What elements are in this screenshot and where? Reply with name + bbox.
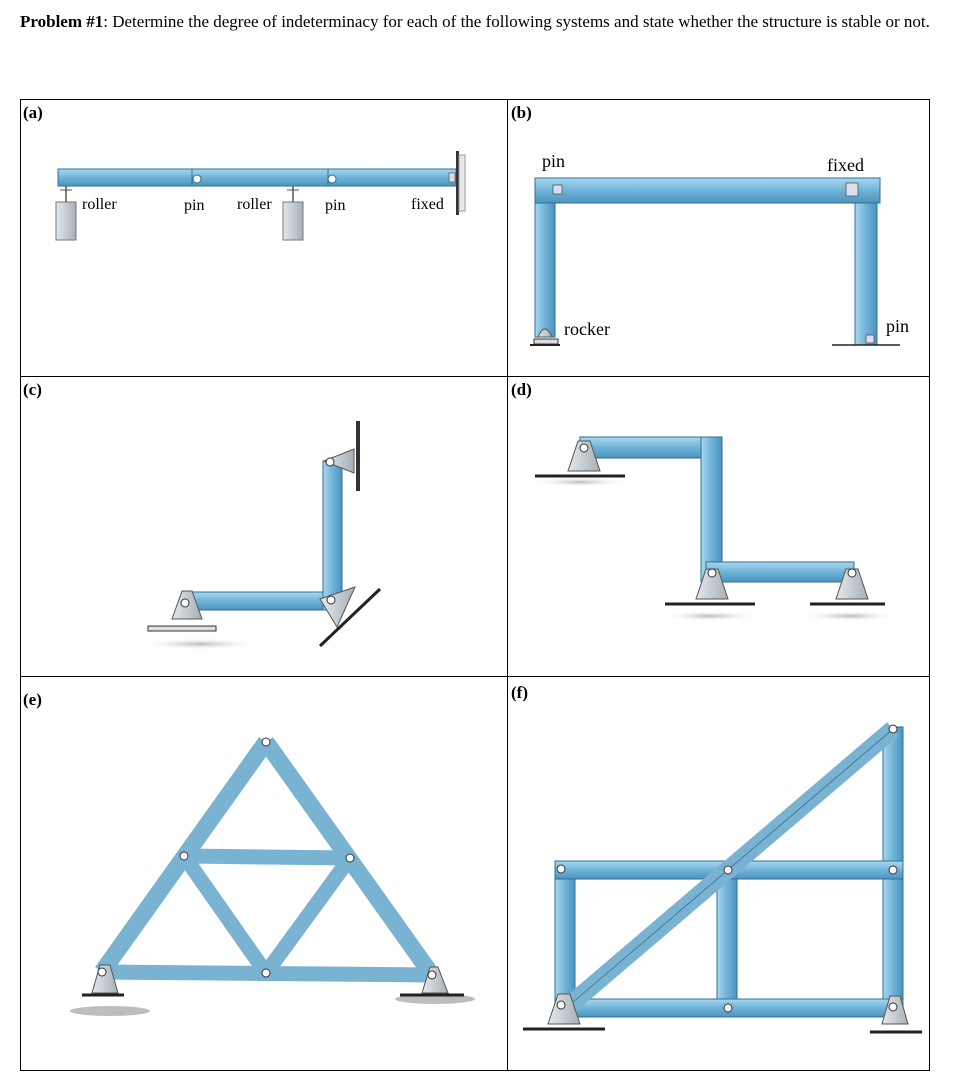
problem-text: : Determine the degree of indeterminacy … bbox=[103, 12, 930, 31]
structure-b bbox=[530, 177, 900, 346]
panel-label-f: (f) bbox=[511, 683, 528, 702]
rocker-support-b bbox=[537, 328, 553, 338]
label-a-roller2: roller bbox=[237, 196, 272, 213]
structure-d bbox=[530, 436, 900, 621]
column-f-left bbox=[554, 860, 576, 1010]
grid-frame bbox=[20, 99, 930, 1071]
panel-label-b: (b) bbox=[511, 103, 532, 122]
fixed-wall-a bbox=[456, 151, 459, 215]
figure-grid: (a) (b) (c) (d) (e) (f) bbox=[20, 99, 930, 1071]
structure-a bbox=[55, 151, 466, 241]
column-d bbox=[700, 436, 723, 583]
wall-pin-support-c bbox=[322, 448, 355, 474]
label-a-fixed: fixed bbox=[411, 196, 444, 213]
roller-support-a2 bbox=[282, 201, 304, 241]
column-b-right bbox=[854, 202, 878, 346]
panel-label-a: (a) bbox=[23, 103, 43, 122]
label-a-pin2: pin bbox=[325, 197, 345, 214]
pin-support-b bbox=[865, 334, 875, 344]
beam-b-top bbox=[534, 177, 881, 204]
beam-a3 bbox=[327, 168, 457, 187]
grid-divider-row1 bbox=[20, 376, 930, 377]
hinge-a2 bbox=[327, 174, 337, 184]
label-a-pin1: pin bbox=[184, 197, 204, 214]
label-b-pin-bottom: pin bbox=[886, 316, 909, 336]
column-c bbox=[322, 460, 343, 611]
panel-label-d: (d) bbox=[511, 380, 532, 399]
beam-d-bottom bbox=[705, 561, 855, 583]
problem-title: Problem #1 bbox=[20, 12, 104, 31]
label-b-rocker: rocker bbox=[564, 319, 610, 339]
problem-statement: Problem #1: Determine the degree of inde… bbox=[20, 10, 932, 34]
structure-f bbox=[523, 722, 922, 1034]
panel-label-c: (c) bbox=[23, 380, 42, 399]
beam-a2 bbox=[191, 168, 329, 187]
structures-drawing: roller pin roller pin fixed pin fixed ro… bbox=[55, 151, 922, 1034]
structure-e bbox=[70, 737, 475, 1016]
roller-support-a1 bbox=[55, 201, 77, 241]
beam-d-top bbox=[579, 436, 721, 459]
truss-e-diag1 bbox=[177, 851, 273, 978]
label-a-roller1: roller bbox=[82, 196, 117, 213]
label-b-pin-top: pin bbox=[542, 151, 565, 171]
pin-support-f bbox=[547, 993, 581, 1025]
pin-support-d3 bbox=[835, 568, 869, 600]
panel-label-e: (e) bbox=[23, 690, 42, 709]
structure-c bbox=[140, 421, 382, 650]
grid-divider-vertical bbox=[507, 99, 508, 1071]
pin-support-d1 bbox=[567, 440, 601, 472]
truss-e-mid-chord bbox=[183, 848, 351, 866]
grid-divider-row2 bbox=[20, 676, 930, 677]
beam-a1 bbox=[57, 168, 193, 187]
label-b-fixed: fixed bbox=[827, 155, 864, 175]
hinge-a1 bbox=[192, 174, 202, 184]
pin-support-d2 bbox=[695, 568, 729, 600]
truss-e-diag2 bbox=[259, 853, 357, 978]
